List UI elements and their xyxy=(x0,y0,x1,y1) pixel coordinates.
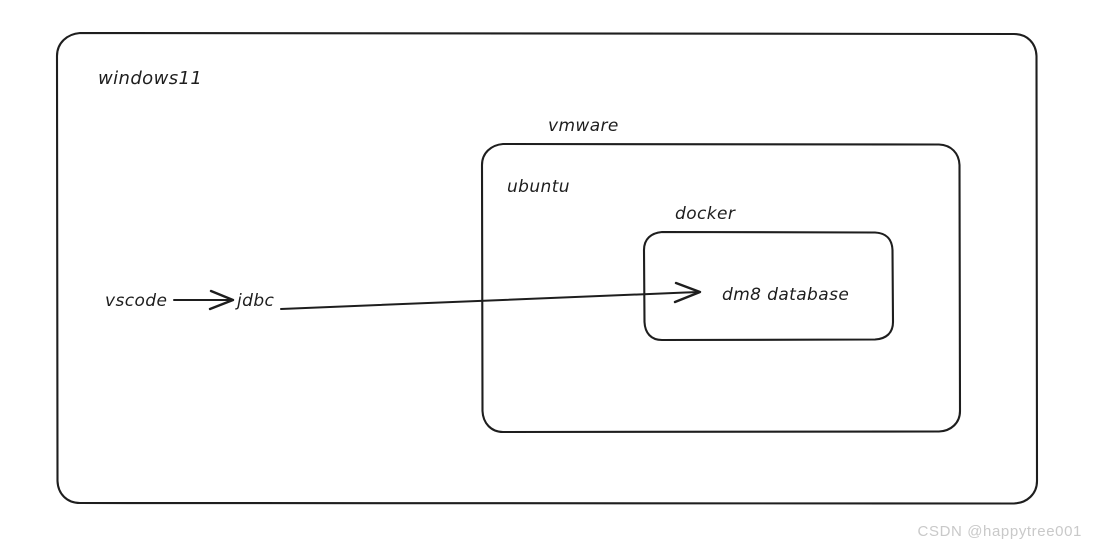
box-windows11[interactable]: windows11 xyxy=(55,31,1039,505)
arrow-vscode-to-jdbc-head xyxy=(208,289,235,311)
box-ubuntu-label: ubuntu xyxy=(507,177,570,197)
arrow-jdbc-to-dm8-line xyxy=(280,291,701,310)
arrow-jdbc-to-dm8-head xyxy=(673,281,702,304)
box-docker[interactable] xyxy=(642,230,895,342)
node-jdbc-label: jdbc xyxy=(235,291,275,311)
arrow-vscode-to-jdbc xyxy=(173,289,235,311)
box-vmware-label: vmware xyxy=(548,116,619,136)
box-windows11-label: windows11 xyxy=(98,68,202,89)
box-vmware[interactable]: ubuntu xyxy=(480,142,962,434)
node-vscode-label: vscode xyxy=(105,291,167,311)
arrow-jdbc-to-dm8 xyxy=(280,281,702,310)
node-dm8-database-label: dm8 database xyxy=(722,285,849,305)
box-windows11-outline xyxy=(55,31,1039,505)
box-docker-outline xyxy=(642,230,895,342)
watermark: CSDN @happytree001 xyxy=(917,523,1082,540)
box-docker-label: docker xyxy=(675,204,736,224)
box-vmware-outline xyxy=(480,142,962,434)
